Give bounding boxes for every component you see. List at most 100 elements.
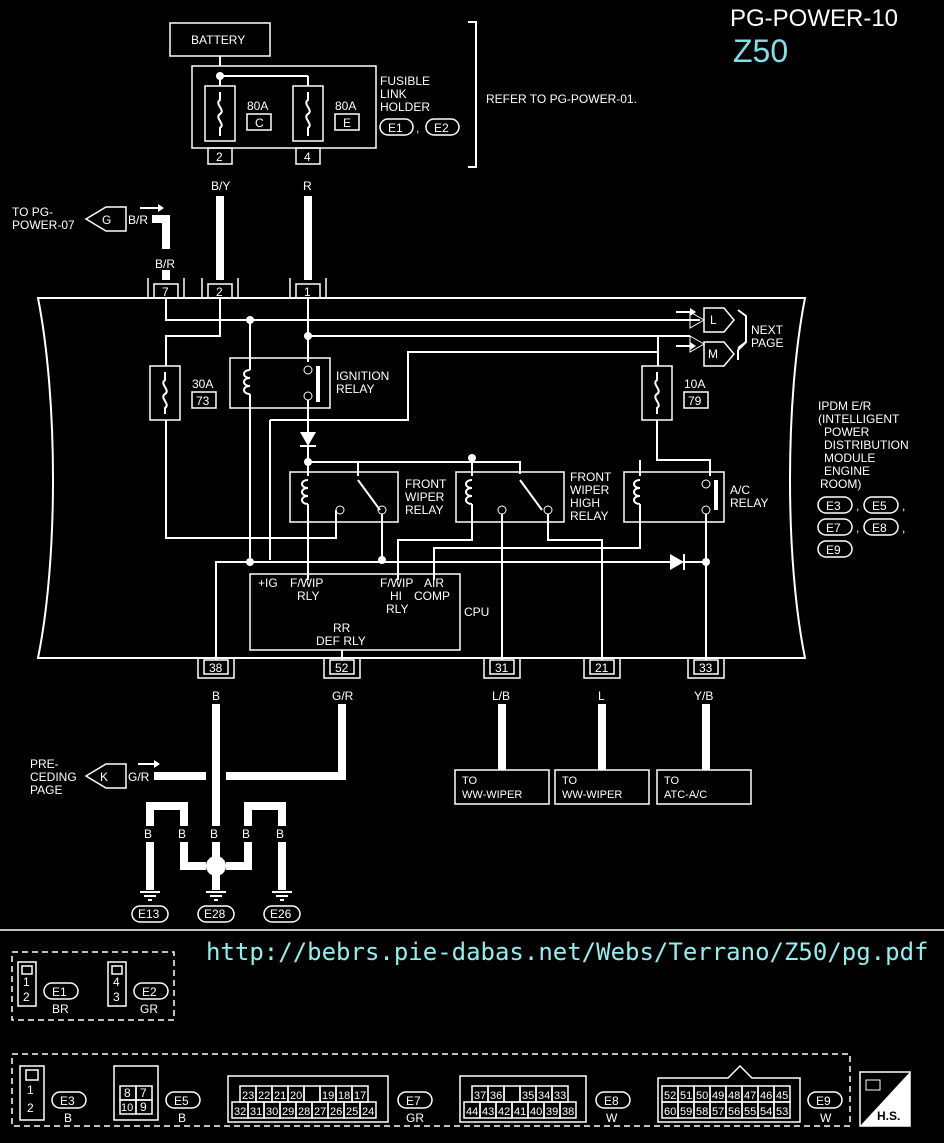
connector-pin-number: 25 bbox=[346, 1106, 358, 1118]
svg-text:80A: 80A bbox=[247, 99, 268, 113]
svg-text:E3: E3 bbox=[826, 499, 841, 513]
svg-text:RELAY: RELAY bbox=[570, 509, 608, 523]
svg-text:B/R: B/R bbox=[128, 213, 148, 227]
connector-cell bbox=[773, 1101, 791, 1119]
svg-text:COMP: COMP bbox=[414, 589, 450, 603]
ground-symbols bbox=[140, 891, 292, 901]
svg-text:W: W bbox=[606, 1111, 618, 1125]
svg-text:H.S.: H.S. bbox=[877, 1109, 900, 1123]
svg-text:G/R: G/R bbox=[128, 770, 150, 784]
connector-cell bbox=[359, 1101, 377, 1119]
svg-text:WW-WIPER: WW-WIPER bbox=[462, 789, 522, 801]
connector-pin-number: 21 bbox=[274, 1090, 286, 1102]
to-atc-ac-box bbox=[656, 769, 752, 805]
to-ww-wiper-box-2 bbox=[554, 769, 650, 805]
connector-pin-number: 53 bbox=[776, 1106, 788, 1118]
svg-text:38: 38 bbox=[209, 661, 223, 675]
svg-text:1: 1 bbox=[304, 285, 311, 299]
svg-text:E28: E28 bbox=[204, 907, 226, 921]
svg-text:HI: HI bbox=[390, 589, 402, 603]
svg-text:FRONT: FRONT bbox=[570, 470, 612, 484]
svg-text:E9: E9 bbox=[816, 1094, 831, 1108]
svg-text:PAGE: PAGE bbox=[30, 783, 62, 797]
svg-text:,: , bbox=[902, 499, 905, 513]
svg-text:79: 79 bbox=[688, 394, 702, 408]
svg-text:B: B bbox=[178, 1111, 186, 1125]
fuse-80a-e bbox=[292, 85, 324, 142]
front-wiper-high-relay bbox=[455, 471, 565, 523]
svg-text:TO: TO bbox=[664, 775, 680, 787]
svg-text:WIPER: WIPER bbox=[405, 490, 445, 504]
svg-text:E2: E2 bbox=[434, 121, 449, 135]
connector-pin-number: 44 bbox=[466, 1106, 478, 1118]
svg-text:,: , bbox=[856, 521, 859, 535]
connector-pin-number: 29 bbox=[282, 1106, 294, 1118]
fuse-80a-c bbox=[204, 85, 236, 142]
svg-text:HIGH: HIGH bbox=[570, 496, 600, 510]
svg-text:POWER-07: POWER-07 bbox=[12, 218, 75, 232]
svg-text:E7: E7 bbox=[826, 521, 841, 535]
svg-text:9: 9 bbox=[140, 1100, 147, 1114]
svg-text:7: 7 bbox=[140, 1086, 147, 1100]
connector-pin-number: 38 bbox=[562, 1106, 574, 1118]
svg-text:(INTELLIGENT: (INTELLIGENT bbox=[818, 412, 900, 426]
svg-text:E3: E3 bbox=[60, 1094, 75, 1108]
svg-text:B: B bbox=[178, 827, 186, 841]
svg-text:2: 2 bbox=[27, 1101, 34, 1115]
svg-text:2: 2 bbox=[23, 990, 30, 1004]
svg-text:B: B bbox=[212, 689, 220, 703]
connector-pin-number: 47 bbox=[744, 1090, 756, 1102]
svg-text:L/B: L/B bbox=[492, 689, 510, 703]
svg-text:8: 8 bbox=[124, 1086, 131, 1100]
connector-pin-number: 46 bbox=[760, 1090, 772, 1102]
svg-text:2: 2 bbox=[216, 150, 223, 164]
svg-text:E1: E1 bbox=[388, 121, 403, 135]
connector-pin-number: 42 bbox=[498, 1106, 510, 1118]
connector-pin-number: 43 bbox=[482, 1106, 494, 1118]
svg-text:E9: E9 bbox=[826, 543, 841, 557]
connector-pin-number: 22 bbox=[258, 1090, 270, 1102]
connector-pin-number: 45 bbox=[776, 1090, 788, 1102]
svg-text:RR: RR bbox=[333, 621, 351, 635]
hs-badge: H.S. bbox=[859, 1071, 911, 1127]
connector-cell bbox=[559, 1101, 577, 1119]
to-ww-wiper-box-1 bbox=[454, 769, 550, 805]
svg-text:E5: E5 bbox=[174, 1094, 189, 1108]
svg-text:CPU: CPU bbox=[464, 605, 489, 619]
svg-text:CEDING: CEDING bbox=[30, 770, 77, 784]
svg-text:B: B bbox=[276, 827, 284, 841]
svg-text:ROOM): ROOM) bbox=[820, 477, 861, 491]
svg-text:G: G bbox=[102, 213, 111, 227]
connector-pin-number: 56 bbox=[728, 1106, 740, 1118]
svg-text:RELAY: RELAY bbox=[730, 496, 768, 510]
svg-text:FRONT: FRONT bbox=[405, 477, 447, 491]
svg-text:B/Y: B/Y bbox=[211, 179, 230, 193]
front-wiper-relay bbox=[289, 471, 399, 523]
connector-pin-number: 19 bbox=[322, 1090, 334, 1102]
svg-text:L: L bbox=[598, 689, 605, 703]
connector-pin-number: 24 bbox=[362, 1106, 374, 1118]
svg-text:DEF RLY: DEF RLY bbox=[316, 634, 366, 648]
connector-pin-number: 18 bbox=[338, 1090, 350, 1102]
svg-text:E7: E7 bbox=[406, 1094, 421, 1108]
svg-text:PAGE: PAGE bbox=[751, 336, 783, 350]
connector-cell bbox=[503, 1085, 521, 1103]
connector-pin-number: 34 bbox=[538, 1090, 550, 1102]
ac-relay bbox=[623, 471, 725, 523]
svg-text:IGNITION: IGNITION bbox=[336, 369, 389, 383]
source-url: http://bebrs.pie-dabas.net/Webs/Terrano/… bbox=[206, 938, 928, 966]
svg-text:,: , bbox=[856, 499, 859, 513]
connector-cell bbox=[303, 1085, 321, 1103]
svg-text:TO: TO bbox=[562, 775, 578, 787]
connector-pin-number: 49 bbox=[712, 1090, 724, 1102]
svg-text:1: 1 bbox=[27, 1083, 34, 1097]
connector-pin-number: 54 bbox=[760, 1106, 772, 1118]
legend-fusible-connectors bbox=[11, 951, 175, 1021]
svg-text:K: K bbox=[100, 770, 108, 784]
svg-text:FUSIBLE: FUSIBLE bbox=[380, 74, 430, 88]
fusible-link-holder bbox=[191, 65, 377, 149]
svg-text:E26: E26 bbox=[270, 907, 292, 921]
